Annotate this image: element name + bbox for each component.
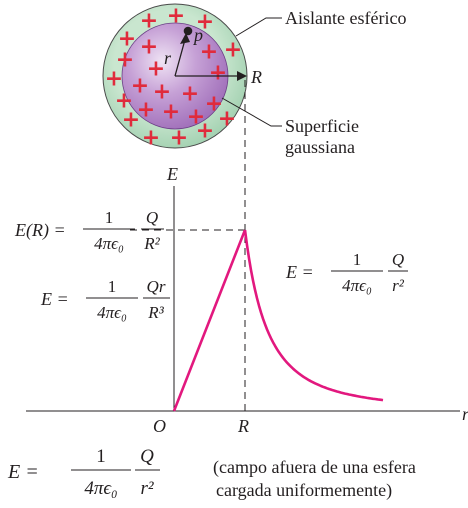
R-label: R	[250, 67, 262, 87]
formula-bottom: E = 1 4πϵ₀ Q r²	[7, 446, 160, 499]
charge-plus-10: +	[170, 126, 188, 151]
charge-plus-8: +	[122, 108, 140, 133]
formula-peak: E(R) = 1 4πϵ₀ Q R²	[14, 208, 164, 253]
charge-plus-7: +	[115, 89, 133, 114]
formula-bottom-lhs: E =	[7, 461, 39, 483]
charge-plus-21: +	[187, 105, 205, 130]
formula-peak-den: 4πϵ₀	[94, 234, 124, 253]
origin-label: O	[153, 416, 166, 436]
charge-plus-24: +	[200, 40, 218, 65]
charge-plus-19: +	[137, 98, 155, 123]
charge-plus-4: +	[118, 27, 136, 52]
formula-inside-lhs: E =	[40, 289, 69, 309]
formula-outside-lhs: E =	[285, 262, 314, 282]
insulator-leader-line	[235, 17, 282, 37]
formula-outside: E = 1 4πϵ₀ Q r²	[285, 250, 408, 295]
charge-plus-20: +	[162, 100, 180, 125]
charge-plus-6: +	[105, 67, 123, 92]
charge-plus-13: +	[224, 38, 242, 63]
r-label: r	[164, 48, 172, 68]
formula-bottom-qden: r²	[140, 478, 153, 499]
charge-plus-5: +	[116, 48, 134, 73]
gaussian-leader-line	[221, 97, 282, 127]
charge-plus-1: +	[140, 9, 158, 34]
formula-peak-num: 1	[105, 208, 114, 227]
gaussian-label-line1: Superficie	[285, 116, 359, 136]
charge-plus-15: +	[147, 57, 165, 82]
formula-inside-qden: R³	[147, 303, 164, 322]
formula-bottom-den: 4πϵ₀	[84, 478, 117, 499]
point-p-dot	[183, 26, 193, 36]
formula-peak-lhs: E(R) =	[14, 220, 66, 241]
formula-outside-den: 4πϵ₀	[342, 276, 372, 295]
formula-inside: E = 1 4πϵ₀ Qr R³	[40, 277, 170, 322]
note-line2: cargada uniformemente)	[216, 480, 392, 501]
insulator-label: Aislante esférico	[285, 8, 406, 28]
charge-plus-3: +	[196, 10, 214, 35]
gaussian-label-line2: gaussiana	[285, 137, 355, 157]
field-curve	[172, 229, 384, 412]
formula-outside-num: 1	[353, 250, 362, 269]
R-arrow-head	[237, 71, 247, 81]
spherical-insulator: ++++++++++++++++++++++++	[102, 3, 248, 151]
formula-outside-qnum: Q	[392, 250, 404, 269]
formula-bottom-num: 1	[96, 446, 106, 467]
field-outside-curve	[243, 229, 384, 402]
formula-inside-num: 1	[108, 277, 117, 296]
y-axis-label: E	[166, 164, 178, 184]
note-line1: (campo afuera de una esfera	[213, 457, 416, 478]
charge-plus-9: +	[142, 126, 160, 151]
charge-plus-14: +	[140, 35, 158, 60]
formula-peak-qnum: Q	[146, 208, 158, 227]
charge-plus-16: +	[131, 74, 149, 99]
charge-plus-22: +	[205, 92, 223, 117]
r-tick-label: R	[237, 416, 249, 436]
point-p-label: p	[192, 25, 203, 45]
field-inside-line	[172, 229, 247, 412]
graph-axes	[26, 186, 460, 412]
formula-inside-qnum: Qr	[147, 277, 166, 296]
charge-plus-12: +	[218, 107, 236, 132]
formula-peak-qden: R²	[143, 234, 160, 253]
formula-bottom-qnum: Q	[140, 446, 154, 467]
charge-plus-23: +	[209, 61, 227, 86]
r-arrow-head	[180, 33, 190, 44]
radius-arrows	[174, 33, 247, 81]
formula-outside-qden: r²	[392, 276, 405, 295]
charge-plus-2: +	[167, 4, 185, 29]
charge-plus-18: +	[181, 82, 199, 107]
x-axis-label: r	[462, 404, 468, 424]
charge-plus-17: +	[153, 80, 171, 105]
charge-markers: ++++++++++++++++++++++++	[105, 4, 242, 151]
formula-inside-den: 4πϵ₀	[97, 303, 127, 322]
charge-plus-11: +	[196, 119, 214, 144]
